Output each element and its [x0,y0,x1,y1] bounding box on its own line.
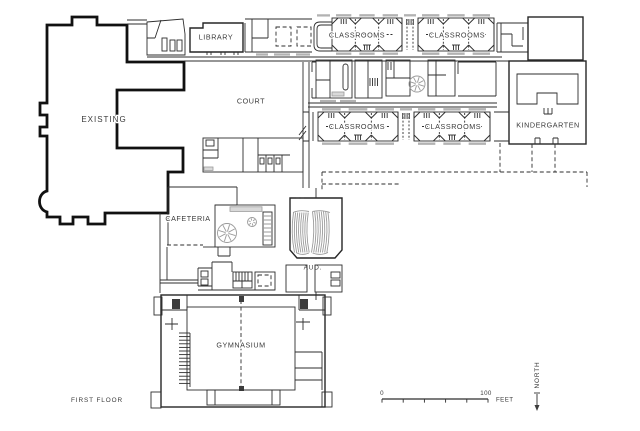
auditorium-label: AUD. [304,265,323,272]
kitchen-fan-symbol-small [247,217,257,227]
existing-label: EXISTING [81,115,126,124]
skylight-dashed [275,26,292,47]
north-arrow: NORTH [533,360,542,411]
covered-walkway-dashed [167,143,588,246]
stair [232,271,253,289]
court-area: COURT [202,62,310,188]
cafeteria-block: CAFETERIA [159,186,276,293]
kitchen-fan-symbol [217,223,237,243]
first-floor-caption: FIRST FLOOR [71,397,123,404]
entry-door-block [300,299,308,309]
existing-building: EXISTING [38,15,186,226]
scale-end-label: 100 [480,390,492,397]
auditorium-seating-right [311,210,331,255]
library-outline [189,22,244,53]
service-band [308,59,497,108]
bleachers [179,332,191,387]
skylight-dashed [296,26,312,47]
classroom-wing-north: CLASSROOMS CLASSROOMS [313,14,528,55]
classrooms-label-4: CLASSROOMS [425,122,481,131]
kitchen-outline [214,204,276,248]
auditorium-seating-left [291,210,310,255]
library-label: LIBRARY [199,33,233,42]
kiln-fan-symbol [408,75,426,93]
kindergarten-wing: KINDERGARTEN [494,16,587,145]
scale-unit-label: FEET [496,397,513,404]
court-label: COURT [237,97,265,106]
north-arrowhead [534,405,540,411]
entry-door-block [172,299,180,309]
serving-counter [229,206,263,212]
north-label: NORTH [534,361,541,388]
cafeteria-label: CAFETERIA [165,214,210,223]
admin-rooms-outline [202,137,304,173]
kindergarten-outline [508,60,587,145]
classrooms-label-3: CLASSROOMS [329,122,385,131]
existing-building-outline [38,15,186,226]
scale-bar: 0 100 FEET [379,389,514,405]
classrooms-label-2: CLASSROOMS [429,31,485,40]
auditorium-outline [289,197,343,259]
gymnasium-block: GYMNASIUM [150,294,333,409]
multi-purpose-room-outline [527,16,584,61]
classroom-wing-south: CLASSROOMS CLASSROOMS [303,108,491,145]
gym-outline [160,294,326,408]
kindergarten-label: KINDERGARTEN [516,121,580,130]
entry-and-library-strip: LIBRARY [127,18,509,62]
scale-start-label: 0 [380,390,384,397]
classrooms-label-1: CLASSROOMS [329,31,385,40]
gymnasium-label: GYMNASIUM [216,341,265,350]
auditorium-block: AUD. [285,188,343,300]
caption-group: FIRST FLOOR [70,396,124,405]
gym-stage [206,389,281,406]
